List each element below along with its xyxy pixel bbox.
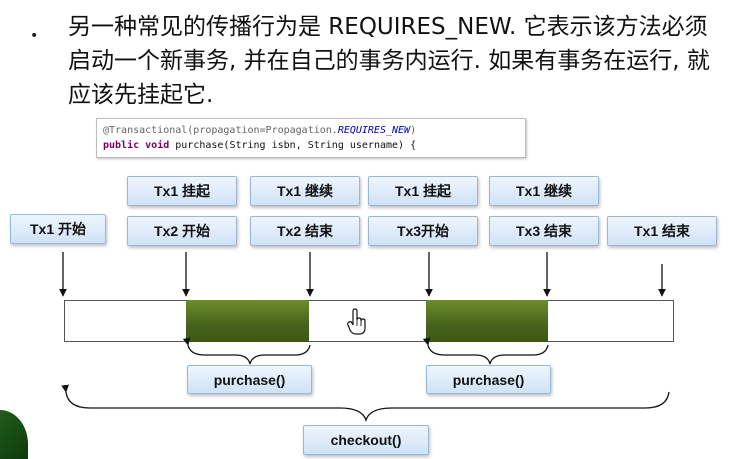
box-tx1-end: Tx1 结束: [607, 216, 717, 246]
code-line-method: public void purchase(String isbn, String…: [103, 138, 519, 153]
timeline-bar: [64, 300, 674, 342]
box-tx1-suspend-2: Tx1 挂起: [368, 176, 478, 206]
box-tx2-start: Tx2 开始: [127, 216, 237, 246]
brace-checkout: [61, 384, 670, 423]
code-annotation-prefix: @Transactional(propagation=Propagation.: [103, 125, 338, 136]
box-checkout: checkout(): [303, 425, 429, 455]
brace-purchase-2: [422, 337, 549, 365]
transaction-segment-tx2: [186, 300, 309, 342]
box-tx1-resume-1: Tx1 继续: [250, 176, 360, 206]
bullet-marker: •: [30, 28, 39, 44]
hand-pointer-icon: [347, 308, 366, 335]
code-line-annotation: @Transactional(propagation=Propagation.R…: [103, 123, 519, 138]
code-annotation-constant: REQUIRES_NEW: [337, 125, 411, 136]
box-tx2-end: Tx2 结束: [250, 216, 360, 246]
box-tx1-start: Tx1 开始: [10, 214, 106, 244]
slide-paragraph: 另一种常见的传播行为是 REQUIRES_NEW. 它表示该方法必须启动一个新事…: [68, 14, 710, 108]
code-method-signature: purchase(String isbn, String username) {: [169, 140, 417, 151]
code-keyword-public: public: [103, 140, 140, 151]
transaction-segment-tx3: [426, 300, 548, 342]
code-keyword-void: void: [145, 140, 170, 151]
code-snippet: @Transactional(propagation=Propagation.R…: [96, 118, 526, 158]
code-annotation-suffix: ): [410, 125, 417, 136]
brace-purchase-1: [182, 337, 311, 365]
box-tx3-end: Tx3 结束: [489, 216, 599, 246]
box-purchase-1: purchase(): [187, 365, 312, 394]
box-purchase-2: purchase(): [426, 365, 551, 394]
box-tx1-suspend-1: Tx1 挂起: [127, 176, 237, 206]
box-tx1-resume-2: Tx1 继续: [489, 176, 599, 206]
box-tx3-start: Tx3开始: [368, 216, 478, 246]
